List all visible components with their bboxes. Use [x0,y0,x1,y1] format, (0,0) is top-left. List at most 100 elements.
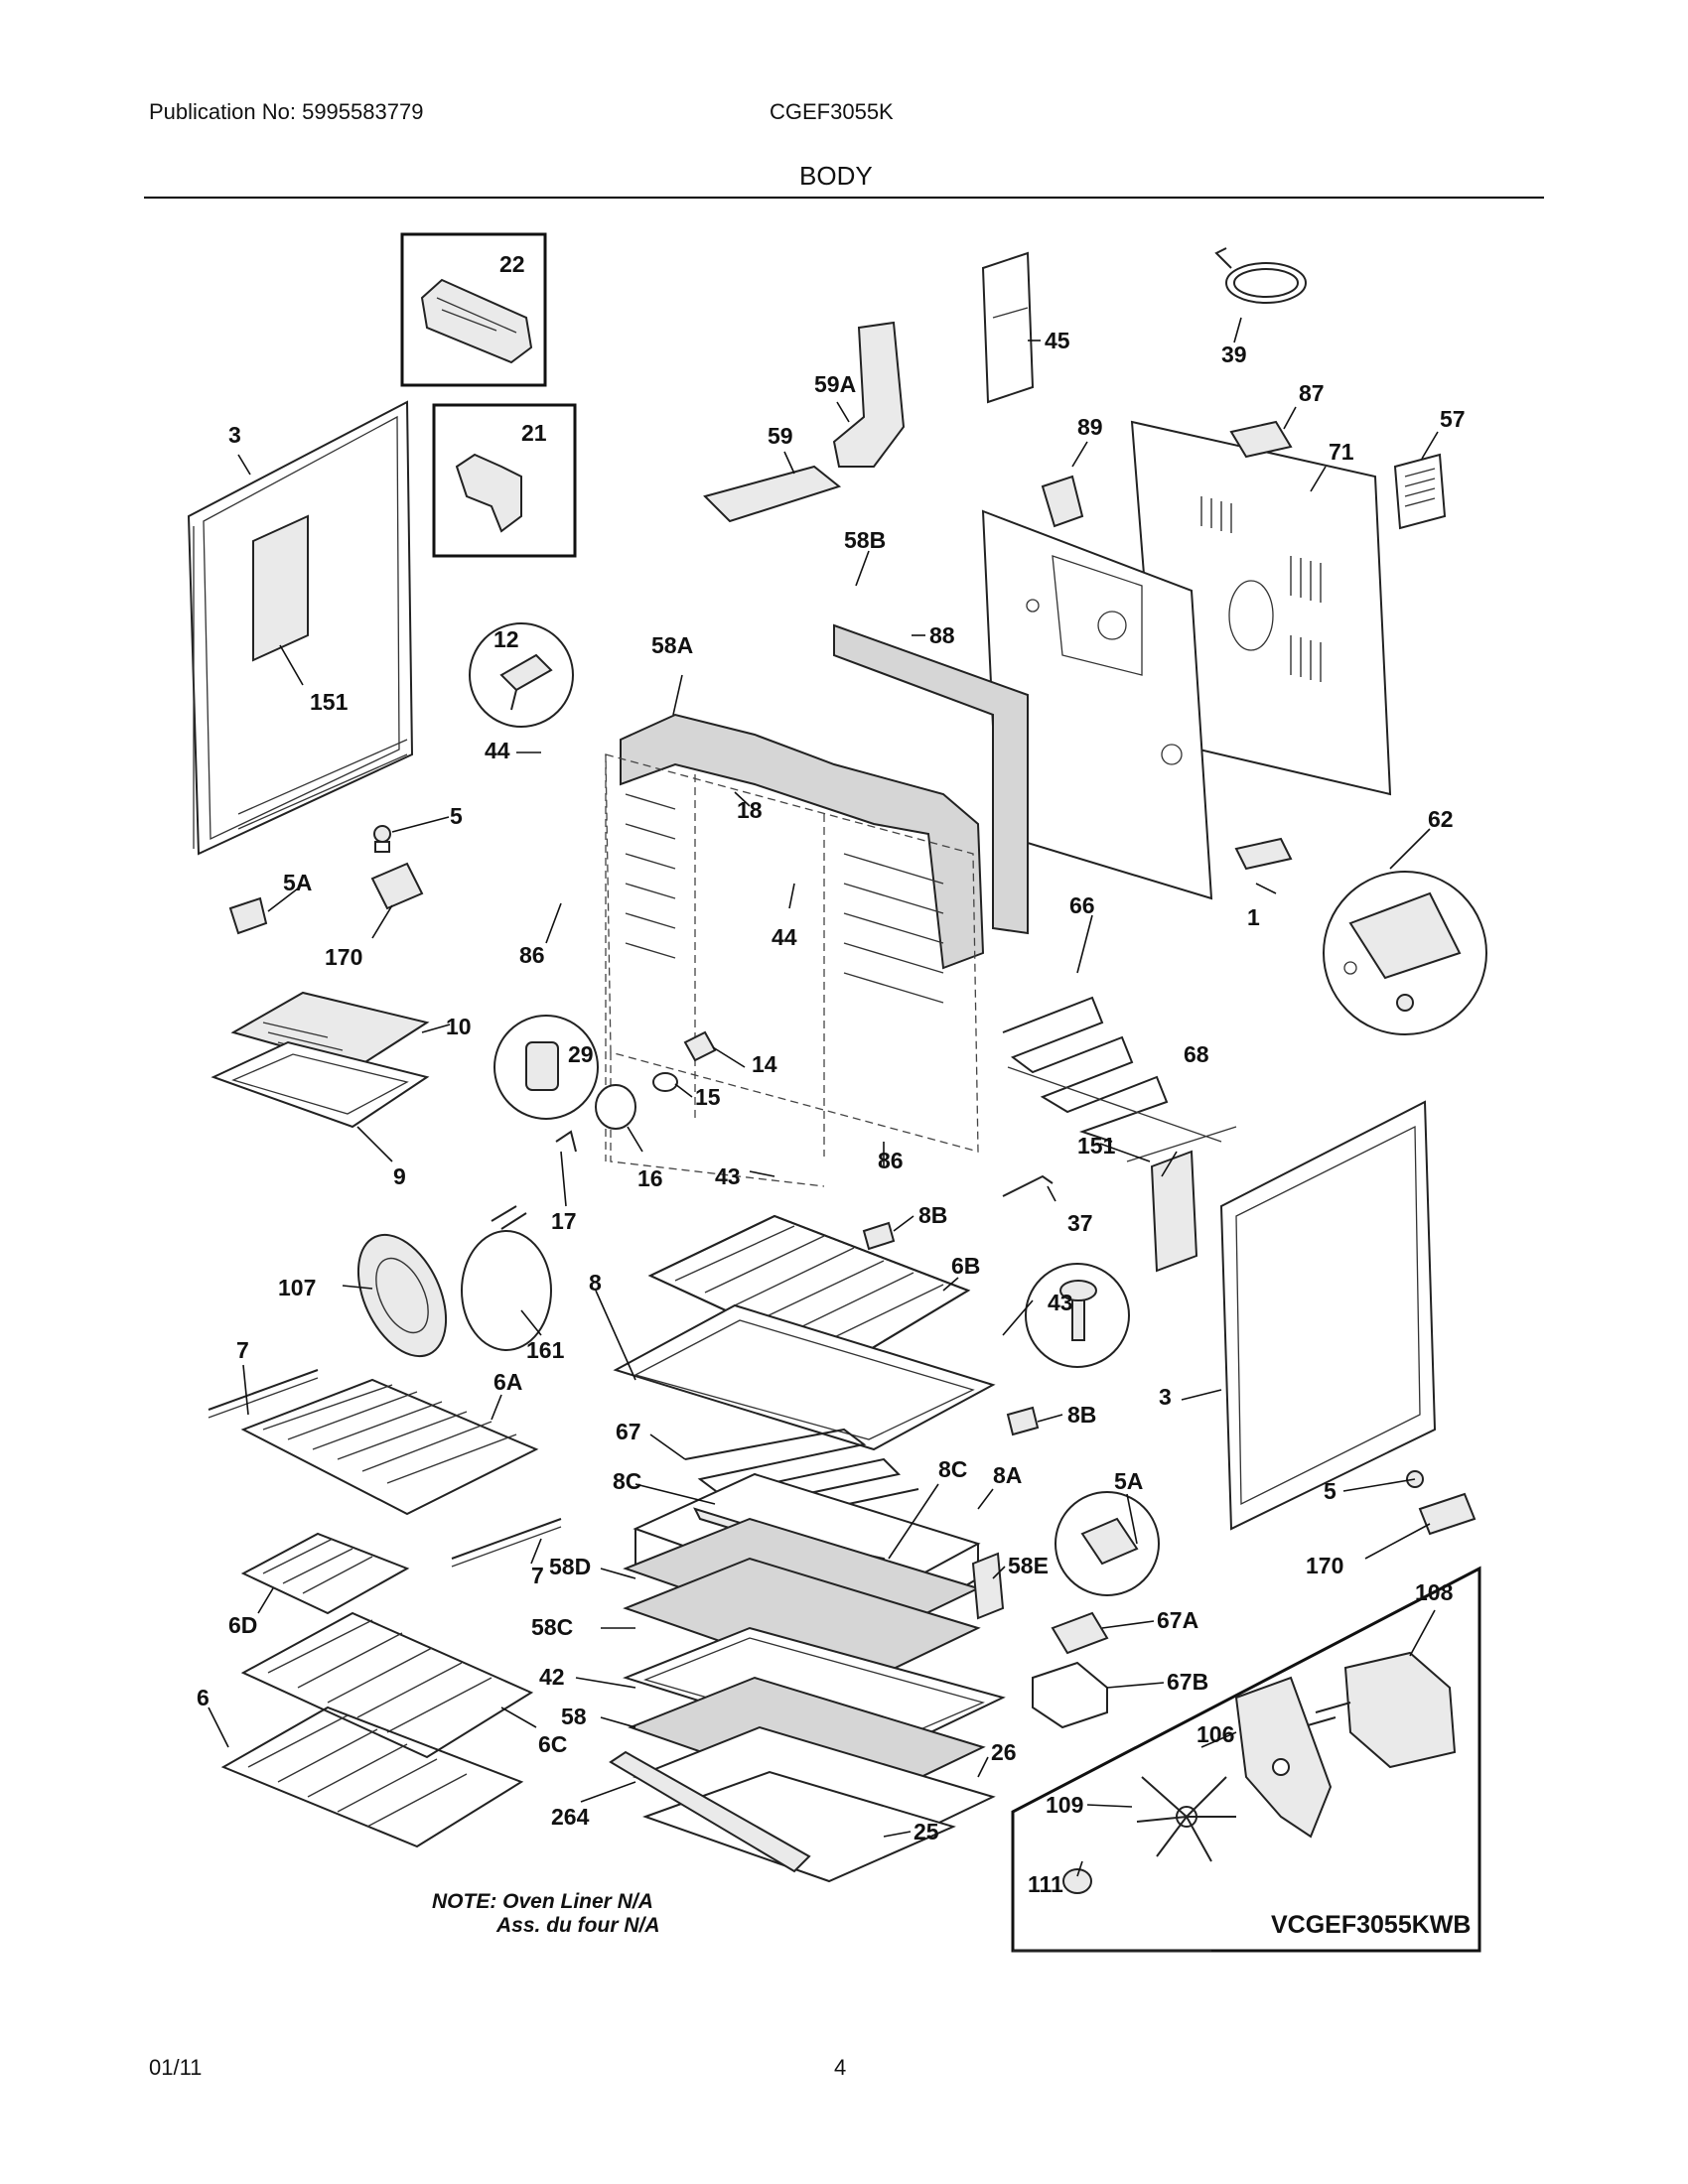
publication-number: Publication No: 5995583779 [149,99,424,124]
callout-8b-lower: 8B [1067,1402,1096,1428]
motor-108 [1300,1651,1457,1769]
callout-86-upper: 86 [519,942,545,968]
callout-58: 58 [561,1704,587,1729]
callout-5a-left: 5A [283,870,312,895]
callout-89: 89 [1077,414,1103,440]
bracket-8b-lower [1006,1406,1040,1436]
callout-14: 14 [752,1051,777,1077]
bracket-151-right [1150,1150,1198,1273]
clip-17 [555,1130,577,1153]
callout-86-lower: 86 [878,1148,904,1173]
kick-panel-264 [609,1750,811,1873]
duct-59 [703,465,842,523]
callout-59a: 59A [814,371,856,397]
vent-cover-57 [1393,453,1447,530]
callout-43-circle: 43 [1048,1290,1073,1315]
callout-44-upper: 44 [485,738,510,763]
header-rule [144,197,1544,199]
hinge-37 [1002,1174,1054,1197]
callout-3-right: 3 [1159,1384,1172,1410]
panel-25 [642,1770,956,1883]
callout-6a: 6A [493,1369,522,1395]
anti-tip-bracket-left [370,862,424,910]
callout-62: 62 [1428,806,1454,832]
broiler-pan-9 [211,1040,430,1129]
drawer-8 [613,1303,996,1451]
light-socket-14 [683,1030,717,1062]
callout-58e: 58E [1008,1553,1049,1578]
callout-3-left: 3 [228,422,241,448]
power-cord-39 [1214,247,1307,304]
callout-67b: 67B [1167,1669,1208,1695]
callout-26: 26 [991,1739,1017,1765]
rack-6 [220,1706,524,1848]
callout-67a: 67A [1157,1607,1198,1633]
inset-box-22 [400,232,547,387]
callout-15: 15 [695,1084,721,1110]
callout-6d: 6D [228,1612,257,1638]
callout-8a: 8A [993,1462,1022,1488]
bracket-8b-upper [862,1221,896,1251]
nut-111 [1062,1868,1092,1894]
note-line-2: Ass. du four N/A [495,1914,660,1937]
oven-rack-6a [240,1378,539,1516]
detail-circle-43 [1025,1263,1130,1368]
callout-16: 16 [637,1165,663,1191]
callout-170-right: 170 [1306,1553,1343,1578]
callout-58d: 58D [549,1554,591,1579]
kit-model-label: VCGEF3055KWB [1271,1911,1471,1939]
page-number: 4 [834,2055,847,2080]
callout-161: 161 [526,1337,565,1363]
footer-date: 01/11 [149,2055,203,2080]
callout-151-left: 151 [310,689,349,715]
insulation-58b [833,623,1029,935]
side-panel-left [187,400,414,856]
callout-264: 264 [551,1804,590,1830]
callout-87: 87 [1299,380,1325,406]
callout-10: 10 [446,1014,472,1039]
callout-17: 17 [551,1208,577,1234]
fan-blade-109 [1136,1776,1236,1862]
model-number: CGEF3055K [770,99,894,124]
callout-22: 22 [499,251,525,277]
callout-68: 68 [1184,1041,1209,1067]
callout-8b-upper: 8B [918,1202,947,1228]
lens-16 [595,1084,636,1130]
callout-57: 57 [1440,406,1466,432]
callout-58a: 58A [651,632,693,658]
callout-39: 39 [1221,341,1247,367]
fan-cover-107 [356,1233,448,1358]
bracket-89 [1041,475,1084,528]
callout-1: 1 [1247,904,1260,930]
callout-25: 25 [914,1819,939,1844]
callout-21: 21 [521,420,547,446]
box-67b [1032,1661,1108,1729]
rack-6c [240,1611,534,1759]
callout-6b: 6B [951,1253,980,1279]
callout-42: 42 [539,1664,565,1690]
inset-box-21 [432,403,577,558]
bracket-58e [971,1552,1005,1620]
callout-labels: 22 21 3 151 59A 59 45 39 87 57 89 71 58B… [197,251,1466,1897]
rack-6d [240,1532,410,1615]
callout-8c-left: 8C [613,1468,641,1494]
section-title: BODY [799,161,873,191]
fan-element-161 [461,1205,552,1351]
callout-108: 108 [1415,1579,1454,1605]
insulation-58a [620,713,985,970]
terminal-block-62 [1234,837,1293,871]
callout-45: 45 [1045,328,1070,353]
convection-kit-box [1011,1566,1481,1953]
detail-circle-12 [469,622,574,728]
note-line-1: NOTE: Oven Liner N/A [432,1890,653,1913]
anti-tip-bracket-right [1418,1492,1477,1536]
callout-6: 6 [197,1685,210,1710]
rack-slide-7-lower [451,1518,562,1568]
duct-45 [981,251,1035,404]
leader-lines [208,317,1439,1877]
callout-170-left: 170 [325,944,362,970]
callout-59: 59 [768,423,793,449]
rack-slide-7-upper [208,1369,319,1419]
side-panel-right [1219,1100,1437,1531]
detail-circle-62 [1323,871,1487,1035]
